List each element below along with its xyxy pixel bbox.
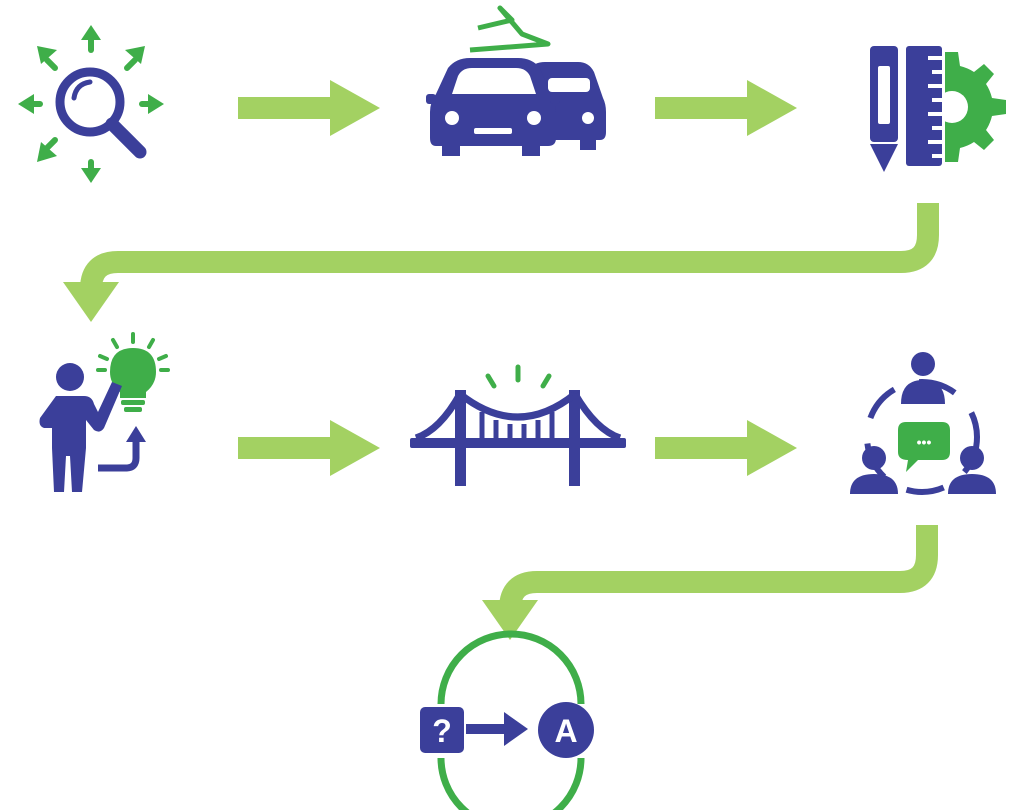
question-to-answer-icon: ? A: [420, 630, 594, 810]
question-symbol: ?: [432, 713, 452, 749]
connectors: [238, 80, 797, 476]
elbow-arrow-discussion-to-question-answer: [499, 525, 938, 612]
elbow-connectors: [80, 203, 939, 612]
chat-dots: •••: [917, 434, 932, 450]
team-discussion-icon: •••: [850, 352, 996, 495]
person-lightbulb-icon: [39, 332, 170, 492]
arrow-idea-to-bridge: [238, 420, 380, 476]
arrow-traffic-to-design-tools: [655, 80, 797, 136]
bridge-icon: [410, 364, 626, 486]
arrow-explore-to-traffic: [238, 80, 380, 136]
elbow-arrow-design-tools-to-idea: [80, 203, 939, 290]
elbow-arrowhead-2: [482, 600, 538, 640]
elbow-arrowhead-1: [63, 282, 119, 322]
cars-traffic-icon: [426, 5, 606, 156]
search-explore-icon: [18, 25, 164, 183]
arrow-bridge-to-discussion: [655, 420, 797, 476]
pencil-ruler-gear-icon: [870, 46, 1006, 172]
answer-symbol: A: [554, 713, 577, 749]
